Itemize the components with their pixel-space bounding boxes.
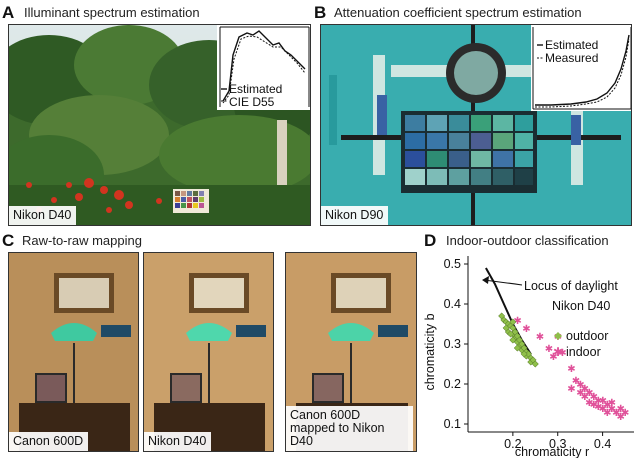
- y-tick-label: 0.1: [444, 417, 461, 431]
- x-tick-label: 0.3: [549, 437, 566, 451]
- camera-label-b: Nikon D90: [321, 205, 389, 225]
- legend-outdoor: outdoor: [554, 329, 608, 343]
- indoor-point: ✱: [567, 384, 575, 395]
- legend-indoor: ✱ indoor: [553, 345, 601, 359]
- panel-a-spectrum-inset: Estimated CIE D55: [217, 25, 310, 110]
- locus-annotation: Locus of daylight: [524, 279, 618, 293]
- indoor-point: ✱: [599, 396, 607, 407]
- panel-d-letter: D: [424, 231, 437, 250]
- indoor-point: ✱: [594, 396, 602, 407]
- panel-b-title: Attenuation coefficient spectrum estimat…: [334, 5, 582, 20]
- y-axis-label: chromaticity b: [423, 313, 437, 390]
- photo-nikon-d40: Nikon D40: [143, 252, 274, 452]
- legend-indoor-label: indoor: [566, 345, 601, 359]
- color-checker-b: [405, 115, 533, 185]
- legend-measured: Measured: [545, 51, 599, 65]
- x-tick-label: 0.2: [504, 437, 521, 451]
- svg-text:✱: ✱: [553, 345, 563, 359]
- spectrum-plot-b: [532, 27, 631, 110]
- indoor-point: ✱: [549, 352, 557, 363]
- indoor-point: ✱: [522, 324, 530, 335]
- indoor-point: ✱: [581, 384, 589, 395]
- indoor-point: ✱: [545, 344, 553, 355]
- outdoor-point: [520, 350, 528, 358]
- y-tick-label: 0.4: [444, 297, 461, 311]
- panel-a-title: Illuminant spectrum estimation: [24, 5, 200, 20]
- y-tick-label: 0.3: [444, 337, 461, 351]
- annotation-arrow: [483, 279, 523, 286]
- panel-c-letter: C: [2, 231, 15, 250]
- color-checker-a: [173, 189, 209, 213]
- indoor-point: ✱: [612, 408, 620, 419]
- indoor-point: ✱: [590, 392, 598, 403]
- indoor-point: ✱: [576, 380, 584, 391]
- outdoor-point: [531, 360, 539, 368]
- indoor-point: ✱: [599, 404, 607, 415]
- outdoor-point: [513, 344, 521, 352]
- indoor-point: ✱: [576, 388, 584, 399]
- panel-b-letter: B: [314, 3, 327, 22]
- indoor-point: ✱: [581, 392, 589, 403]
- lamp-scene-canon: [9, 253, 138, 451]
- camera-label-mapped: Canon 600D mapped to Nikon D40: [286, 405, 413, 451]
- panel-c-title: Raw-to-raw mapping: [22, 233, 142, 248]
- indoor-point: ✱: [536, 332, 544, 343]
- indoor-point: ✱: [585, 398, 593, 409]
- outdoor-point: [507, 330, 515, 338]
- panel-b-underwater-photo: Estimated Measured Nikon D90: [320, 24, 632, 226]
- camera-label-nikon: Nikon D40: [144, 431, 212, 451]
- indoor-point: ✱: [513, 316, 521, 327]
- indoor-point: ✱: [585, 388, 593, 399]
- x-tick-label: 0.4: [594, 437, 611, 451]
- photo-canon-600d: Canon 600D: [8, 252, 139, 452]
- indoor-point: ✱: [572, 376, 580, 387]
- chromaticity-scatter-chart: ✱✱✱✱✱✱✱✱✱✱✱✱✱✱✱✱✱✱✱✱✱✱✱✱✱✱✱✱✱✱ 0.20.30.4…: [423, 256, 634, 458]
- legend-outdoor-label: outdoor: [566, 329, 608, 343]
- photo-canon-mapped: Canon 600D mapped to Nikon D40: [285, 252, 417, 452]
- indoor-point: ✱: [594, 402, 602, 413]
- indoor-point: ✱: [567, 364, 575, 375]
- indoor-point: ✱: [621, 408, 629, 419]
- outdoor-point: [502, 324, 510, 332]
- spectrum-plot-a: [219, 26, 310, 107]
- y-tick-label: 0.5: [444, 257, 461, 271]
- legend-cie-d55: CIE D55: [229, 95, 275, 109]
- indoor-point: ✱: [603, 400, 611, 411]
- lamp-scene-nikon: [144, 253, 273, 451]
- camera-label-canon: Canon 600D: [9, 431, 89, 451]
- outdoor-point: [509, 318, 517, 326]
- indoor-point: ✱: [617, 412, 625, 423]
- panel-a-garden-photo: Estimated CIE D55 Nikon D40: [8, 24, 311, 226]
- indoor-point: ✱: [558, 348, 566, 359]
- indoor-point: ✱: [617, 404, 625, 415]
- x-axis-label: chromaticity r: [515, 445, 589, 458]
- y-tick-label: 0.2: [444, 377, 461, 391]
- outdoor-point: [509, 336, 517, 344]
- camera-annotation: Nikon D40: [552, 299, 610, 313]
- camera-label-a: Nikon D40: [9, 205, 77, 225]
- panel-d-title: Indoor-outdoor classification: [446, 233, 609, 248]
- legend-estimated-b: Estimated: [545, 38, 599, 52]
- indoor-point: ✱: [608, 404, 616, 415]
- indoor-point: ✱: [608, 398, 616, 409]
- annotation-arrowhead: [482, 276, 489, 284]
- panel-b-spectrum-inset: Estimated Measured: [531, 25, 631, 111]
- legend-estimated-a: Estimated: [229, 82, 283, 96]
- panel-a-letter: A: [2, 3, 15, 22]
- indoor-point: ✱: [603, 408, 611, 419]
- indoor-point: ✱: [590, 400, 598, 411]
